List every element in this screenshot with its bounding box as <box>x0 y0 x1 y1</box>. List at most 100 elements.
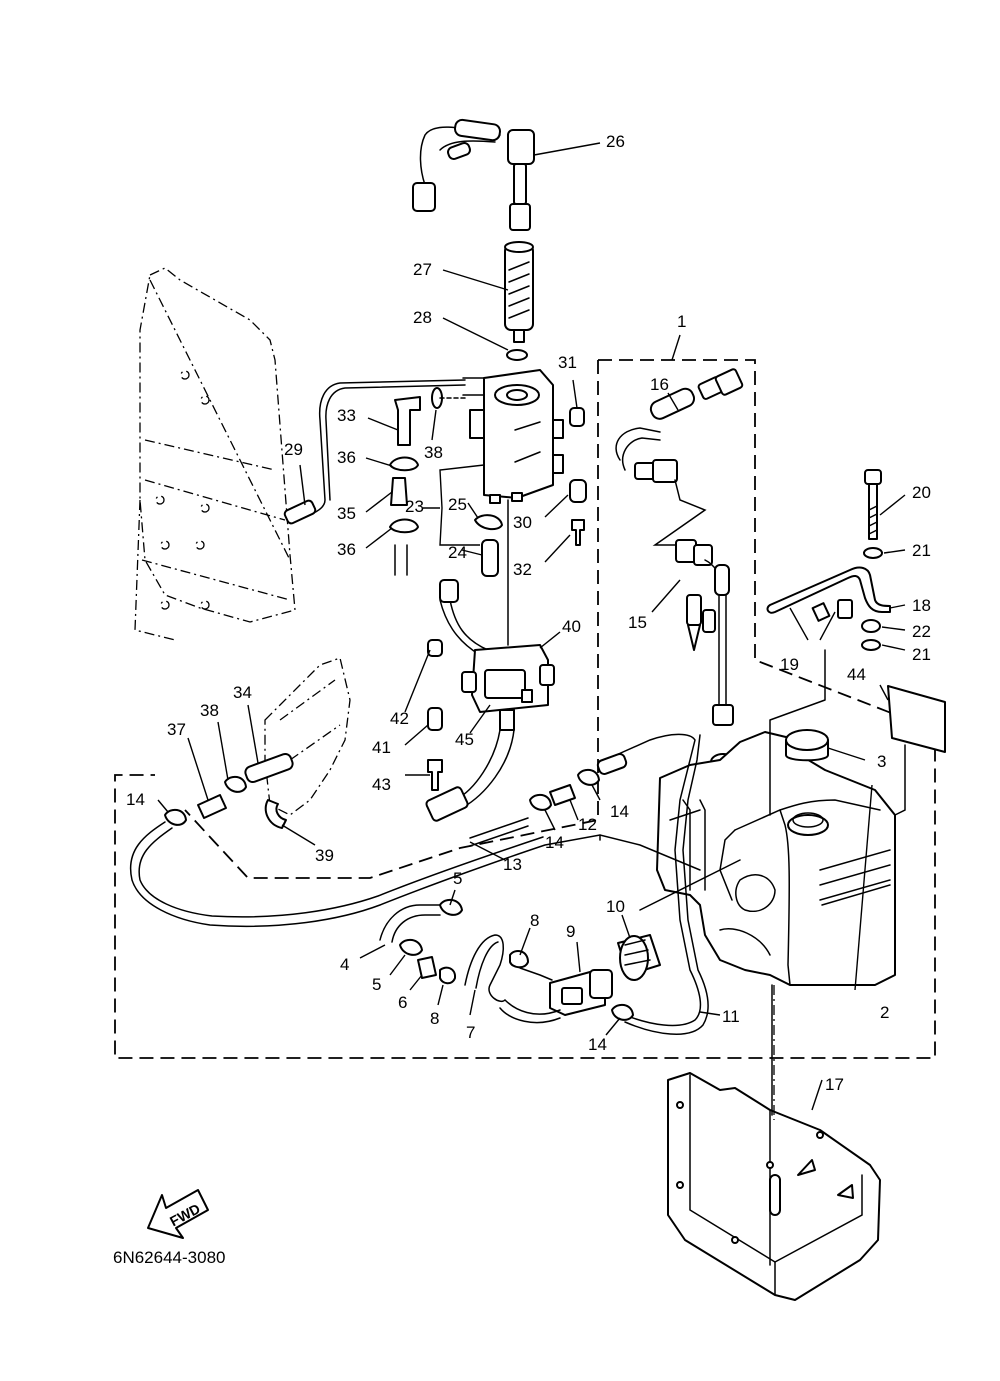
callout-20: 20 <box>912 483 931 502</box>
part-3-tank-cap <box>785 729 829 762</box>
part-7-hose <box>464 934 506 1002</box>
part-16-lead-wire <box>615 368 744 546</box>
callout-33: 33 <box>337 406 356 425</box>
callout-31: 31 <box>558 353 577 372</box>
callout-38a: 38 <box>424 443 443 462</box>
callout-9: 9 <box>566 922 575 941</box>
hose-lower-left <box>394 544 408 576</box>
part-10-strainer-cap <box>617 934 661 981</box>
part-40-oil-pump <box>425 579 555 822</box>
callout-41: 41 <box>372 738 391 757</box>
callout-8b: 8 <box>430 1009 439 1028</box>
callout-labels: 1 2 3 4 5 5 6 7 8 8 9 10 11 12 13 14 14 … <box>126 132 931 1094</box>
part-18-bracket <box>766 566 891 622</box>
callout-14a: 14 <box>126 790 145 809</box>
callout-25: 25 <box>448 495 467 514</box>
part-39-clip <box>264 799 287 829</box>
part-14-clip-right <box>577 768 600 786</box>
callout-3: 3 <box>877 752 886 771</box>
callout-10: 10 <box>606 897 625 916</box>
part-13-hose <box>469 817 529 847</box>
callout-11: 11 <box>722 1007 740 1026</box>
part-28-o-ring <box>506 349 528 361</box>
callout-7: 7 <box>466 1023 475 1042</box>
callout-26: 26 <box>606 132 625 151</box>
assembly-boundary-1 <box>114 359 942 1059</box>
part-38-clip-upper <box>431 387 466 409</box>
part-5-clamp-upper <box>439 898 463 916</box>
callout-36b: 36 <box>337 540 356 559</box>
part-20-bolt <box>864 469 882 540</box>
callout-22: 22 <box>912 622 931 641</box>
part-11-hose-end <box>596 753 628 775</box>
part-8-clip-right <box>509 949 529 969</box>
callout-21a: 21 <box>912 541 931 560</box>
part-14-clip-bottom <box>611 1003 634 1021</box>
callout-27: 27 <box>413 260 432 279</box>
callout-24: 24 <box>448 543 467 562</box>
callout-5b: 5 <box>372 975 381 994</box>
part-27-filter-element <box>504 241 534 343</box>
part-23-oil-strainer-housing <box>462 369 564 504</box>
callout-23: 23 <box>405 497 424 516</box>
part-38-clamp-lower <box>224 775 247 793</box>
part-long-feed-hose <box>129 821 701 928</box>
callout-32: 32 <box>513 560 532 579</box>
callout-42: 42 <box>390 709 409 728</box>
part-30-grommet <box>569 479 587 503</box>
part-11-hose-inner <box>624 734 709 1035</box>
callout-40: 40 <box>562 617 581 636</box>
part-36-clamp-lower <box>389 518 419 534</box>
callout-16: 16 <box>650 375 669 394</box>
fwd-direction-arrow: FWD <box>147 1189 209 1239</box>
part-9-feed-pump <box>499 967 613 1024</box>
part-32-bolt <box>571 519 585 546</box>
callout-38b: 38 <box>200 701 219 720</box>
callout-28: 28 <box>413 308 432 327</box>
callout-15: 15 <box>628 613 647 632</box>
callout-21b: 21 <box>912 645 931 664</box>
callout-30: 30 <box>513 513 532 532</box>
part-25-clamp <box>474 514 503 531</box>
part-14-clip-center <box>529 793 552 811</box>
part-8-clip-left <box>439 966 457 985</box>
connection-lines <box>507 499 906 1116</box>
part-29-hose-end <box>283 499 317 525</box>
part-long-feed-hose-inner <box>138 827 544 918</box>
part-42-grommet <box>427 639 443 657</box>
part-34-hose <box>244 752 294 784</box>
callout-13: 13 <box>503 855 522 874</box>
part-12-joint <box>549 784 576 806</box>
part-33-elbow-hose <box>394 396 421 446</box>
callout-14c: 14 <box>610 802 629 821</box>
callout-39: 39 <box>315 846 334 865</box>
part-15-oil-level-sensor <box>675 539 736 771</box>
part-35-joint <box>390 477 408 506</box>
part-6-joint <box>417 956 437 979</box>
callout-5a: 5 <box>453 869 462 888</box>
callout-29: 29 <box>284 440 303 459</box>
callout-1: 1 <box>677 312 686 331</box>
callout-37: 37 <box>167 720 186 739</box>
part-21-washer-upper <box>863 547 883 559</box>
drawing-code: 6N62644-3080 <box>113 1248 225 1267</box>
part-31-grommet <box>569 407 585 427</box>
callout-18: 18 <box>912 596 931 615</box>
callout-12: 12 <box>578 815 597 834</box>
part-2-oil-tank <box>656 731 896 986</box>
leader-lines <box>157 142 906 1111</box>
engine-outline <box>134 267 351 816</box>
callout-17: 17 <box>825 1075 844 1094</box>
part-5-clamp-lower <box>399 938 423 956</box>
callout-8a: 8 <box>530 911 539 930</box>
callout-45: 45 <box>455 730 474 749</box>
part-36-clamp-upper <box>389 456 419 472</box>
callout-36a: 36 <box>337 448 356 467</box>
part-11-hose <box>604 733 702 1027</box>
part-43-bolt <box>427 759 443 791</box>
part-14-clip-left <box>164 808 187 826</box>
callout-44: 44 <box>847 665 866 684</box>
part-44-label <box>887 685 946 753</box>
